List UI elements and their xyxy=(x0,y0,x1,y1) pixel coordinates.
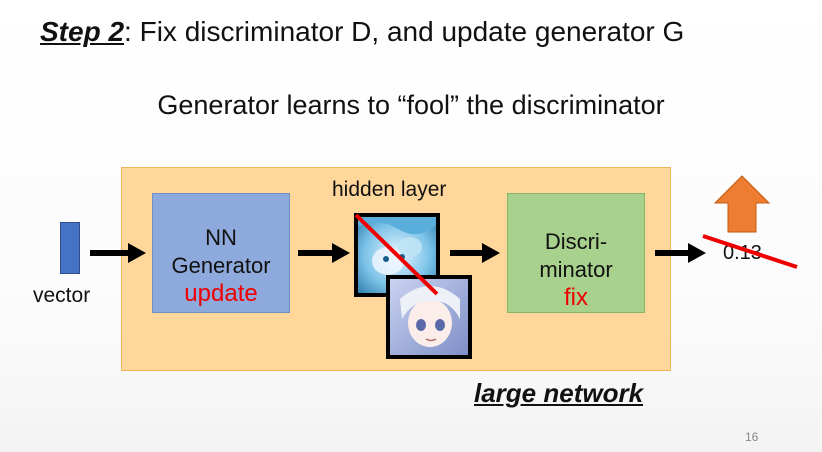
discriminator-line1: Discri- xyxy=(544,229,608,254)
title-text: : Fix discriminator D, and update genera… xyxy=(124,16,685,47)
up-arrow-icon xyxy=(713,175,771,233)
hidden-layer-label: hidden layer xyxy=(332,178,447,201)
input-vector xyxy=(60,222,80,274)
generated-image xyxy=(386,275,472,359)
slide-subtitle: Generator learns to “fool” the discrimin… xyxy=(157,90,665,120)
step-label: Step 2 xyxy=(40,16,125,47)
strike-line-score xyxy=(702,234,798,269)
arrow-vector-to-generator xyxy=(90,243,146,263)
generator-action: update xyxy=(184,280,258,307)
arrow-hidden-to-discriminator xyxy=(450,243,500,263)
page-number: 16 xyxy=(745,430,759,444)
large-network-label: large network xyxy=(474,378,644,408)
generator-line2: Generator xyxy=(171,253,271,278)
arrow-discriminator-to-output xyxy=(655,243,706,263)
generator-box: NN Generator update xyxy=(152,193,290,313)
discriminator-box: Discri- minator fix xyxy=(507,193,645,313)
anime-face-image-2 xyxy=(390,279,468,355)
discriminator-line2: minator xyxy=(539,257,613,282)
slide-title: Step 2: Fix discriminator D, and update … xyxy=(40,16,684,48)
generator-line1: NN xyxy=(205,225,237,250)
discriminator-action: fix xyxy=(564,284,588,311)
strike-line-image xyxy=(354,213,439,296)
vector-label: vector xyxy=(33,284,91,307)
arrow-generator-to-hidden xyxy=(298,243,350,263)
